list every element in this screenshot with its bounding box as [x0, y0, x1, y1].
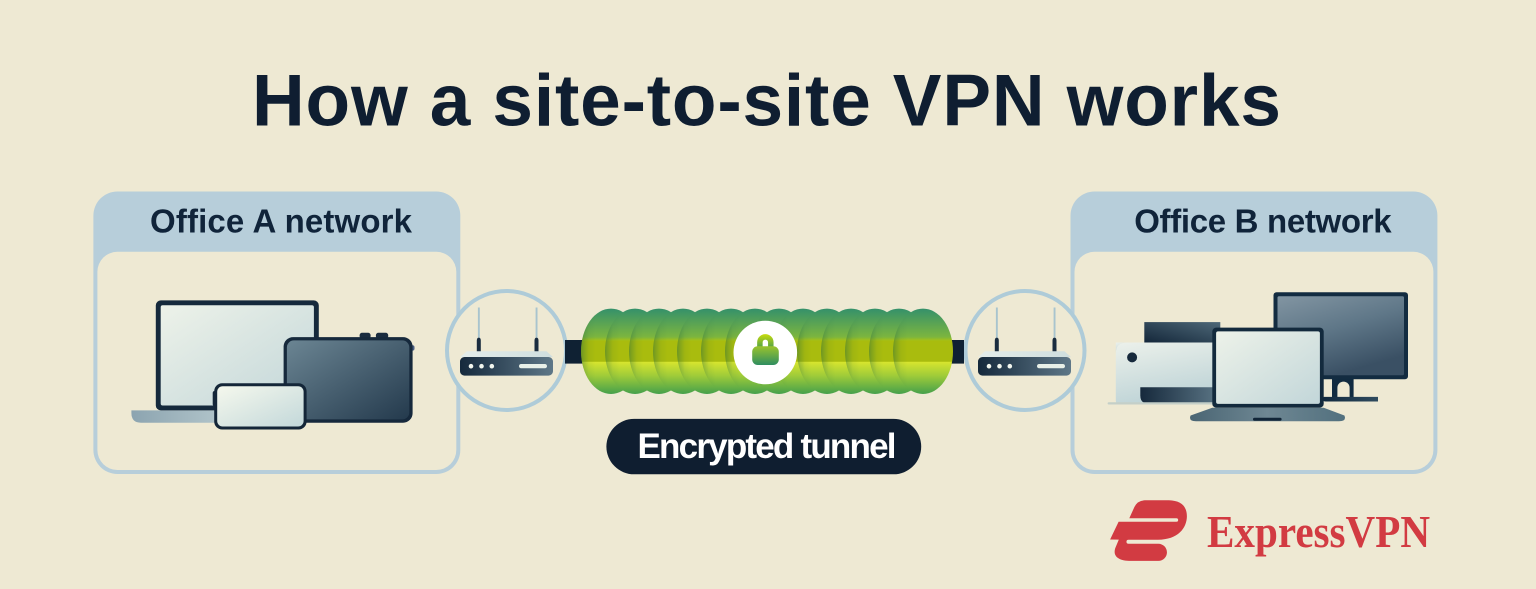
svg-text:Office B network: Office B network	[1134, 203, 1392, 240]
svg-text:Office A network: Office A network	[150, 203, 413, 240]
svg-text:ExpressVPN: ExpressVPN	[1207, 506, 1430, 557]
svg-text:How a site-to-site VPN works: How a site-to-site VPN works	[252, 61, 1281, 142]
svg-text:Encrypted tunnel: Encrypted tunnel	[638, 427, 897, 466]
